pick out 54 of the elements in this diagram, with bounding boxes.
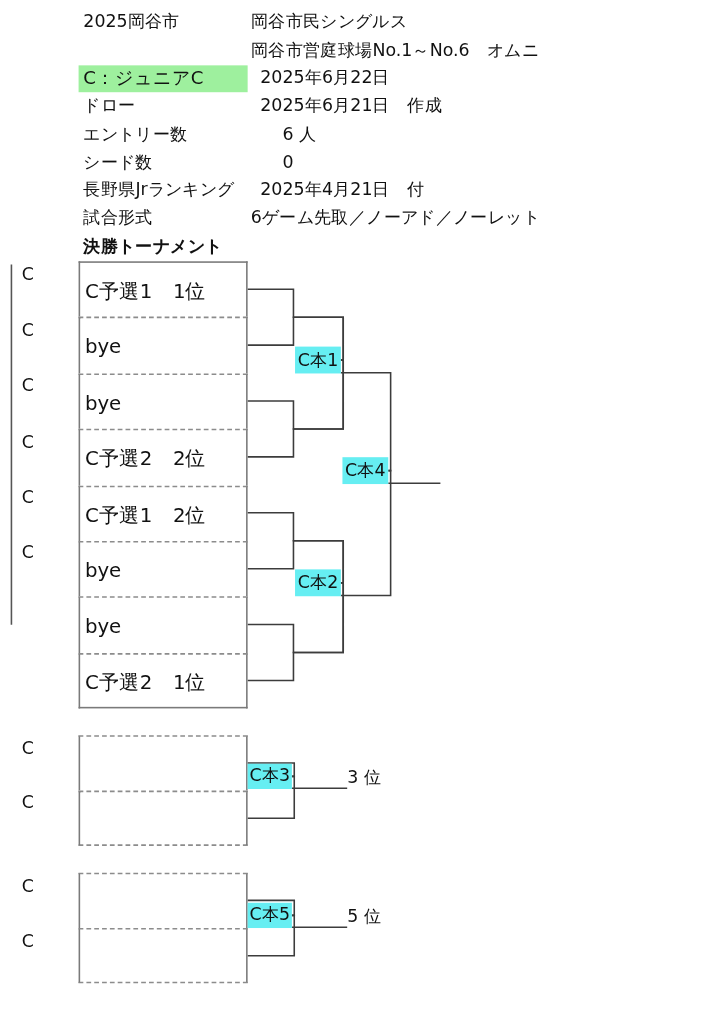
info-label: 試合形式: [83, 207, 153, 230]
bracket-line: [246, 359, 345, 458]
info-label: シード数: [83, 152, 153, 175]
bracket-line: [246, 775, 296, 819]
match-tag: C本4: [342, 457, 389, 485]
bracket-line: [291, 926, 348, 929]
draw-slot: C予選2 1位: [78, 652, 248, 709]
row-letter: C: [21, 792, 34, 815]
bracket-line: [340, 469, 392, 597]
match-tag: C本1: [295, 346, 341, 374]
row-letter: C: [21, 431, 34, 455]
info-value: 0: [282, 152, 294, 175]
bracket-line: [291, 787, 348, 789]
empty-draw-slot: [78, 790, 248, 846]
date-text: 2025年6月21日 作成: [260, 95, 442, 118]
place-label: 3 位: [347, 765, 382, 789]
row-letter: C: [21, 375, 34, 398]
info-value: 6ゲーム先取／ノーアド／ノーレット: [250, 207, 540, 230]
bracket-line: [340, 371, 392, 472]
row-letter: C: [21, 738, 34, 761]
draw-slot: C予選1 2位: [78, 484, 248, 541]
row-letter: C: [21, 264, 34, 287]
draw-slot: bye: [78, 317, 248, 374]
row-letter: C: [21, 319, 34, 342]
empty-draw-slot: [78, 872, 248, 929]
bracket-line: [246, 762, 296, 778]
event-title: 岡谷市民シングルス: [250, 11, 408, 34]
event-text: 2025岡谷市: [83, 11, 180, 34]
draw-slot: bye: [78, 540, 248, 597]
match-tag: C本2: [295, 569, 341, 597]
empty-draw-slot: [78, 928, 248, 984]
bracket-line: [246, 899, 296, 917]
category-tag: C：ジュニアC: [78, 65, 248, 93]
bracket-line: [246, 914, 296, 957]
info-value: 6 人: [282, 123, 317, 146]
place-label: 5 位: [347, 904, 382, 929]
row-letter: C: [21, 931, 34, 954]
info-label: エントリー数: [83, 123, 188, 146]
row-letter: C: [21, 542, 34, 565]
match-tag: C本5: [247, 902, 292, 929]
date-text: 2025年6月22日: [260, 66, 390, 90]
info-label: 長野県Jrランキング: [83, 179, 235, 202]
row-letter: C: [21, 487, 34, 510]
date-text: 2025年4月21日 付: [260, 179, 425, 202]
info-label: ドロー: [83, 95, 136, 118]
match-tag: C本3: [247, 763, 292, 789]
draw-slot: C予選2 2位: [78, 428, 248, 485]
section-heading: 決勝トーナメント: [83, 236, 223, 259]
bracket-line: [246, 539, 345, 584]
venue-text: 岡谷市営庭球場No.1～No.6 オムニ: [250, 40, 540, 63]
row-letter: C: [21, 875, 34, 898]
bracket-line: [246, 316, 345, 361]
draw-slot: bye: [78, 373, 248, 429]
bracket-line: [246, 582, 345, 682]
